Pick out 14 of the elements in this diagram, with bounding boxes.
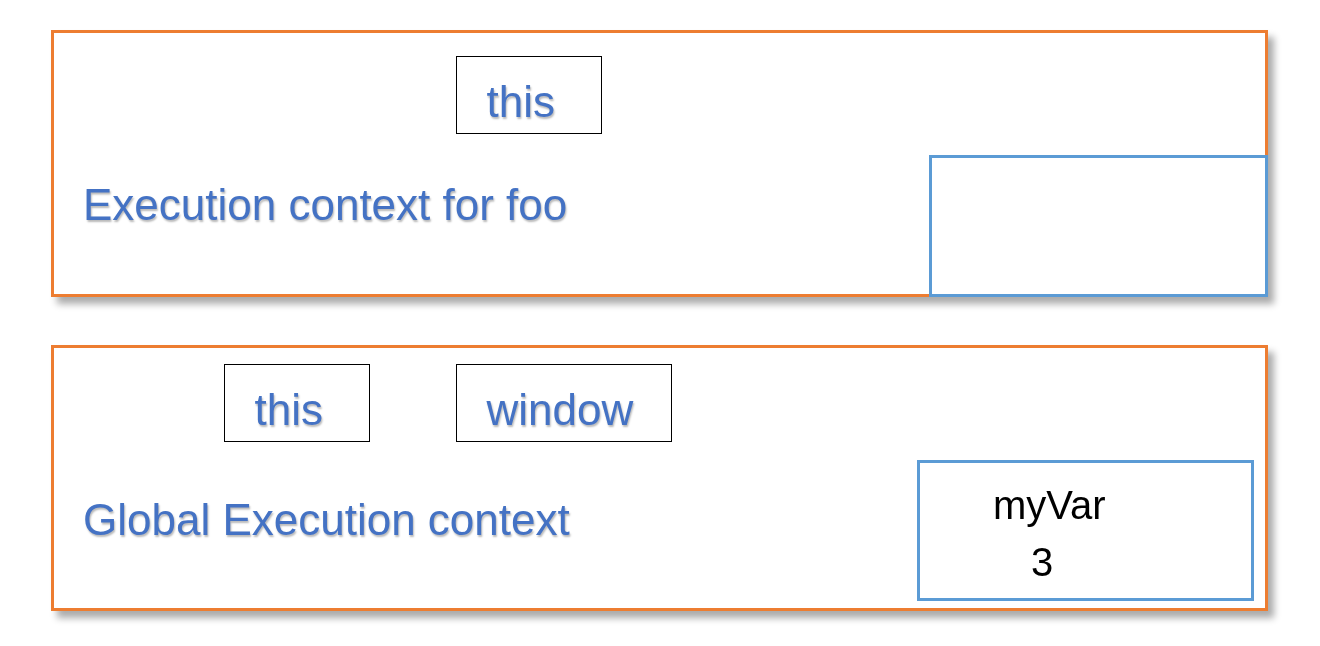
- binding-box: [456, 364, 672, 442]
- binding-box: [456, 56, 602, 134]
- binding-name: window: [486, 384, 634, 436]
- binding-box: [224, 364, 370, 442]
- variable-value: 3: [1031, 539, 1054, 585]
- context-title: Execution context for foo: [83, 180, 568, 231]
- empty-box: [929, 155, 1268, 297]
- variable-box: [917, 460, 1254, 601]
- binding-name: this: [254, 384, 323, 436]
- context-title: Global Execution context: [83, 495, 570, 546]
- binding-name: this: [486, 76, 555, 128]
- execution-context-frame: [51, 345, 1268, 611]
- variable-name: myVar: [993, 482, 1106, 528]
- execution-context-frame: [51, 30, 1268, 297]
